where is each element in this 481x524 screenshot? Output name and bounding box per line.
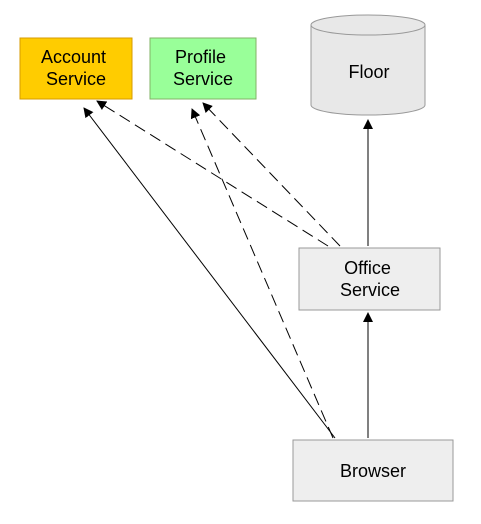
profile-service-label-line-2: Service — [173, 69, 233, 89]
office-service-node[interactable]: Office Service — [298, 247, 441, 311]
browser-label: Browser — [340, 461, 406, 481]
floor-cylinder-body — [310, 14, 426, 116]
edge-browser-to-profile-service — [190, 108, 334, 439]
account-service-node[interactable]: Account Service — [19, 37, 133, 100]
office-service-label-line-1: Office — [344, 258, 391, 278]
office-service-label: Office Service — [340, 258, 400, 300]
office-service-box — [298, 247, 441, 311]
floor-cylinder-rim — [310, 24, 426, 36]
profile-service-box — [149, 37, 257, 100]
edge-browser-to-account-service — [83, 107, 336, 439]
edges — [83, 100, 373, 439]
browser-label-line-1: Browser — [340, 461, 406, 481]
account-service-label-line-1: Account — [41, 47, 106, 67]
floor-node[interactable]: Floor — [310, 14, 426, 116]
account-service-box — [19, 37, 133, 100]
floor-label: Floor — [348, 62, 389, 82]
profile-service-node[interactable]: Profile Service — [149, 37, 257, 100]
profile-service-label: Profile Service — [173, 47, 233, 89]
office-service-label-line-2: Service — [340, 280, 400, 300]
browser-box — [292, 439, 454, 502]
floor-label-line-1: Floor — [348, 62, 389, 82]
browser-node[interactable]: Browser — [292, 439, 454, 502]
edge-office-service-to-account-service — [96, 100, 329, 247]
profile-service-label-line-1: Profile — [175, 47, 226, 67]
account-service-label: Account Service — [41, 47, 111, 89]
edge-office-service-to-profile-service — [202, 102, 341, 247]
account-service-label-line-2: Service — [46, 69, 106, 89]
